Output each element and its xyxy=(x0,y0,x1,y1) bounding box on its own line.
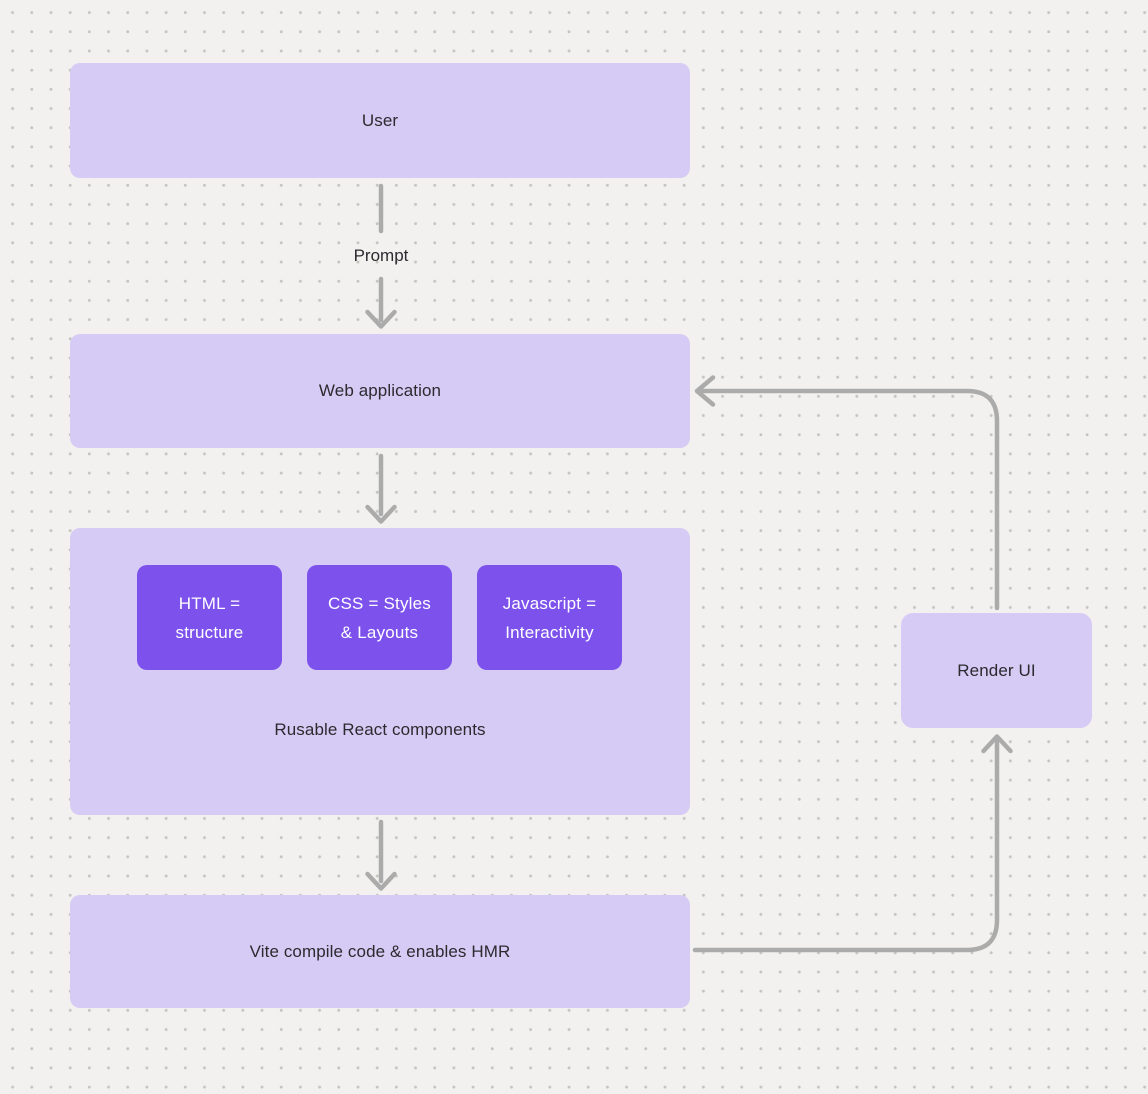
chip-javascript-label: Javascript = Interactivity xyxy=(502,593,597,642)
arrow-render-to-webapp-head xyxy=(694,375,716,407)
node-vite[interactable]: Vite compile code & enables HMR xyxy=(70,895,690,1008)
arrow-vite-to-render-shaft xyxy=(692,738,1000,953)
node-render-ui[interactable]: Render UI xyxy=(901,613,1092,728)
node-user[interactable]: User xyxy=(70,63,690,178)
arrow-webapp-to-components-head xyxy=(365,504,397,524)
arrow-render-to-webapp-shaft xyxy=(698,388,1000,611)
chip-javascript[interactable]: Javascript = Interactivity xyxy=(477,565,622,670)
chip-html-label: HTML = structure xyxy=(175,593,244,642)
node-user-label: User xyxy=(361,110,399,130)
node-web-application-label: Web application xyxy=(318,381,442,400)
chip-css-label: CSS = Styles & Layouts xyxy=(327,593,432,642)
component-chip-row: HTML = structure CSS = Styles & Layouts … xyxy=(137,565,622,670)
chip-html[interactable]: HTML = structure xyxy=(137,565,282,670)
chip-css[interactable]: CSS = Styles & Layouts xyxy=(307,565,452,670)
arrow-components-to-vite-head xyxy=(365,871,397,891)
node-web-application[interactable]: Web application xyxy=(70,334,690,448)
arrow-prompt-to-webapp-head xyxy=(365,309,397,329)
node-vite-label: Vite compile code & enables HMR xyxy=(249,941,511,961)
node-render-ui-label: Render UI xyxy=(957,660,1036,680)
node-react-components-group[interactable]: HTML = structure CSS = Styles & Layouts … xyxy=(70,528,690,815)
edge-label-prompt: Prompt xyxy=(353,246,409,265)
group-caption: Rusable React components xyxy=(274,720,486,739)
arrow-vite-to-render-head xyxy=(981,734,1013,754)
